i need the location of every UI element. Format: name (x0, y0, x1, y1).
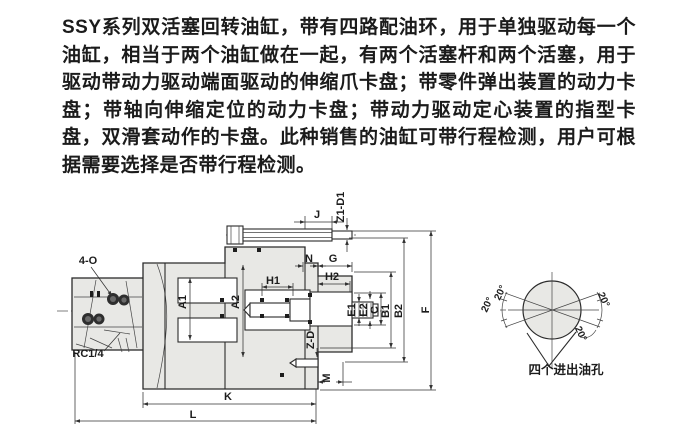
label-h1: H1 (266, 275, 280, 287)
bolt-thread-end (331, 230, 353, 240)
bottom-stud (289, 357, 319, 369)
detail-caption: 四个进出油孔 (528, 362, 604, 377)
oil-hole-detail-view: 20° 20° 20° 20° 四个进出油孔 (480, 272, 611, 377)
label-j: J (314, 209, 320, 221)
label-f: F (420, 306, 432, 313)
oil-distributor-block (71, 277, 145, 353)
main-section-view: 4-O RC1/4 J Z1-D1 N G H1 H2 A1 A2 E1 E2 … (57, 192, 436, 424)
right-angle-arc (596, 291, 603, 329)
label-rc14: RC1/4 (72, 348, 104, 360)
angle-label-right-lower: 20° (572, 325, 588, 343)
label-c: C (369, 306, 381, 314)
label-z-d: Z-D (305, 331, 317, 349)
label-4-o: 4-O (79, 255, 98, 267)
lower-cavity (177, 317, 238, 343)
oil-hole-axis-2 (504, 292, 601, 328)
lower-right-angle-arc (579, 329, 597, 339)
casting-draft-line (156, 263, 168, 389)
seal-marks (220, 248, 312, 377)
label-m: M (321, 373, 333, 382)
bolt-head (226, 225, 244, 245)
label-l: L (190, 409, 197, 421)
label-z1-d1: Z1-D1 (335, 192, 347, 223)
label-b2: B2 (393, 304, 405, 318)
label-e1: E1 (346, 303, 358, 316)
label-k: K (224, 391, 232, 403)
label-a1: A1 (177, 295, 189, 309)
upper-cavity (177, 277, 238, 304)
label-g: G (329, 253, 338, 265)
label-n: N (305, 253, 313, 265)
pointer-cone (526, 331, 577, 367)
label-b1: B1 (380, 304, 392, 318)
piston-rod-assembly (243, 291, 379, 327)
dimension-lines (74, 216, 436, 424)
angle-label-right-upper: 20° (595, 291, 611, 309)
tie-rod-bolt (226, 225, 353, 245)
product-description: SSY系列双活塞回转油缸，带有四路配油环，用于单独驱动每一个油缸，相当于两个油缸… (62, 17, 636, 176)
label-a2: A2 (230, 295, 242, 309)
bolt-shaft (242, 228, 333, 242)
label-e2: E2 (358, 303, 370, 316)
angle-label-left-upper: 20° (493, 284, 509, 302)
label-h2: H2 (325, 271, 339, 283)
